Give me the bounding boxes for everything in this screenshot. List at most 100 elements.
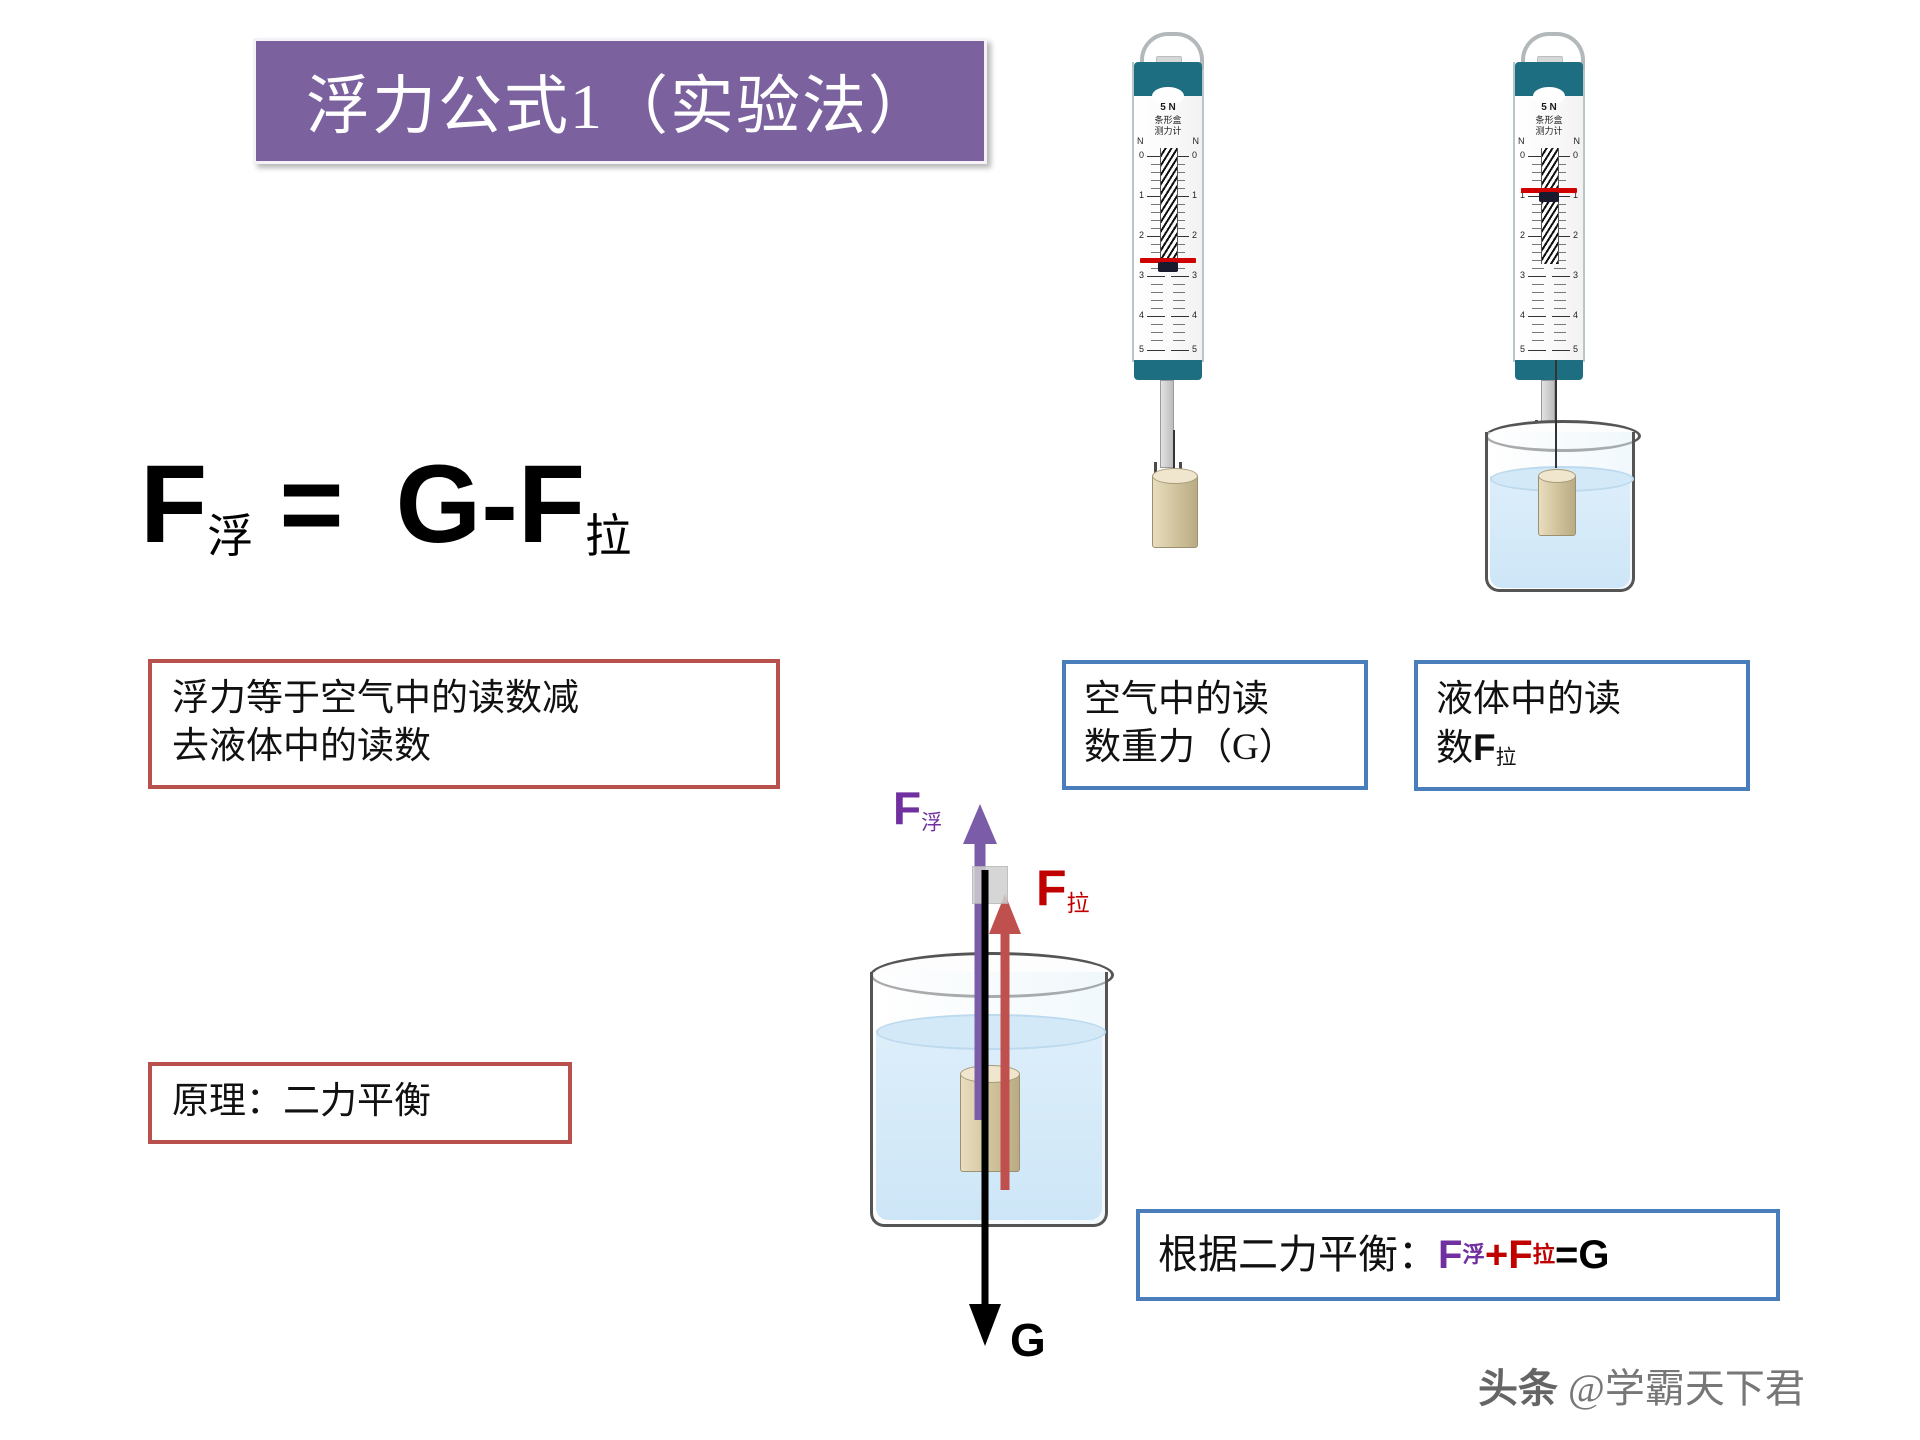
- scale2-tick-label-1l: 1: [1520, 190, 1526, 200]
- scale-name-line2: 测力计: [1154, 125, 1182, 136]
- scale-pointer-2: [1521, 188, 1577, 193]
- watermark-handle: @学霸天下君: [1568, 1366, 1805, 1411]
- caption-liquid-line2-sub: 拉: [1495, 747, 1517, 770]
- scale2-tick-label-0r: 0: [1572, 150, 1578, 160]
- scale-rating-2: 5 N: [1541, 102, 1557, 113]
- scale-tick-label-5r: 5: [1191, 344, 1197, 354]
- caption-liquid-line2-pre: 数: [1436, 728, 1473, 770]
- caption-box-air-reading: 空气中的读 数重力（G）: [1062, 660, 1368, 791]
- scale-ruler-2: N N 0 0 1 1 2 2 3 3 4 4 5 5: [1518, 136, 1580, 356]
- scale-labels: 5 N 条形盒 测力计: [1134, 102, 1202, 137]
- balance-f-tension-sub: 拉: [1532, 1242, 1556, 1268]
- formula-f-buoyancy: F: [140, 443, 208, 566]
- note-box-principle: 原理：二力平衡: [148, 1062, 572, 1145]
- scale-top-cap-2: [1515, 62, 1583, 105]
- scale-name-line1: 条形盒: [1154, 114, 1182, 125]
- scale-tick-label-3r: 3: [1191, 270, 1197, 280]
- caption-air-line1: 空气中的读: [1084, 679, 1269, 720]
- tension-arrow: [989, 894, 1021, 1190]
- scale2-tick-label-4r: 4: [1572, 310, 1578, 320]
- force-label-buoyancy-symbol: F: [893, 782, 922, 834]
- scale-unit-right-2: N: [1573, 136, 1581, 146]
- caption-box-liquid-reading: 液体中的读 数F拉: [1414, 660, 1750, 792]
- force-label-gravity: G: [1010, 1317, 1046, 1363]
- scale2-tick-label-5r: 5: [1572, 344, 1578, 354]
- watermark-source: 头条: [1478, 1366, 1558, 1411]
- scale-top-cap: [1134, 62, 1202, 105]
- scale-hanger-loop-2: [1521, 32, 1585, 70]
- balance-prefix: 根据二力平衡：: [1158, 1232, 1438, 1277]
- scale-name-line1-2: 条形盒: [1535, 114, 1563, 125]
- caption-air-line2: 数重力（G）: [1084, 727, 1296, 769]
- scale-stem: [1160, 380, 1174, 468]
- formula-f-buoyancy-sub: 浮: [207, 511, 254, 563]
- page-title: 浮力公式1（实验法）: [306, 71, 934, 142]
- principle-line: 原理：二力平衡: [172, 1081, 431, 1122]
- force-beaker-water-surface: [876, 1014, 1106, 1050]
- formula-minus: -: [481, 443, 518, 566]
- scale-bottom-cap: [1134, 360, 1202, 380]
- scale2-tick-label-4l: 4: [1520, 310, 1526, 320]
- scale-spring-2: [1541, 148, 1559, 264]
- scale-body-2: 5 N 条形盒 测力计 N N 0 0 1 1 2 2 3 3 4 4 5 5: [1513, 32, 1585, 380]
- force-label-tension-symbol: F: [1036, 860, 1067, 916]
- scale2-tick-label-2l: 2: [1520, 230, 1526, 240]
- scale-tick-label-5l: 5: [1139, 344, 1145, 354]
- scale-pointer: [1140, 258, 1196, 263]
- force-label-tension-sub: 拉: [1066, 890, 1090, 916]
- scale-pointer-block: [1158, 262, 1178, 272]
- weight-block-air-top: [1152, 468, 1198, 484]
- scale-unit-right: N: [1192, 136, 1200, 146]
- scale-tick-label-1l: 1: [1139, 190, 1145, 200]
- formula-g: G: [395, 443, 482, 566]
- scale-unit-left-2: N: [1518, 136, 1525, 146]
- formula-f-tension-sub: 拉: [585, 511, 632, 563]
- scale-tick-label-3l: 3: [1139, 270, 1145, 280]
- scale-tick-label-2r: 2: [1191, 230, 1197, 240]
- scale-hanger-loop: [1140, 32, 1204, 70]
- force-label-gravity-symbol: G: [1010, 1314, 1046, 1366]
- scale-tick-label-4r: 4: [1191, 310, 1197, 320]
- scale-labels-2: 5 N 条形盒 测力计: [1515, 102, 1583, 137]
- scale2-tick-label-5l: 5: [1520, 344, 1526, 354]
- balance-equals-g: =G: [1555, 1233, 1610, 1277]
- scale-tick-label-2l: 2: [1139, 230, 1145, 240]
- scale-tick-label-0l: 0: [1139, 150, 1145, 160]
- formula-equals: =: [279, 443, 344, 566]
- weight-block-liquid-top: [1538, 469, 1576, 483]
- scale2-tick-label-1r: 1: [1572, 190, 1578, 200]
- watermark: 头条 @学霸天下君: [1478, 1356, 1805, 1414]
- spring-scale-air: 5 N 条形盒 测力计 N N 0 0 1 1 2 2 3 3 4 4 5 5: [1132, 32, 1204, 491]
- scale2-tick-label-2r: 2: [1572, 230, 1578, 240]
- scale-spring: [1160, 148, 1178, 264]
- scale2-tick-label-3l: 3: [1520, 270, 1526, 280]
- force-label-tension: F拉: [1036, 863, 1090, 915]
- caption-liquid-line2: 数F拉: [1436, 724, 1736, 773]
- weight-block-air: [1152, 474, 1198, 548]
- main-formula: F浮=G-F拉: [140, 450, 631, 560]
- scale-ruler: N N 0 0 1 1 2 2 3 3 4 4 5 5: [1137, 136, 1199, 356]
- force-label-buoyancy: F浮: [893, 785, 942, 833]
- caption-liquid-line1: 液体中的读: [1436, 679, 1621, 720]
- page-title-banner: 浮力公式1（实验法）: [253, 38, 987, 164]
- beaker-suspension-wire: [1555, 360, 1557, 468]
- scale-tick-label-4l: 4: [1139, 310, 1145, 320]
- scale2-tick-label-0l: 0: [1520, 150, 1526, 160]
- scale-body: 5 N 条形盒 测力计 N N 0 0 1 1 2 2 3 3 4 4 5 5: [1132, 32, 1204, 380]
- note-line-2: 去液体中的读数: [172, 726, 431, 768]
- scale-rating: 5 N: [1160, 102, 1176, 113]
- balance-plus: +: [1484, 1233, 1509, 1277]
- scale-tick-label-0r: 0: [1191, 150, 1197, 160]
- force-label-buoyancy-sub: 浮: [921, 810, 943, 835]
- force-weight-block: [960, 1072, 1020, 1172]
- scale2-tick-label-3r: 3: [1572, 270, 1578, 280]
- weight-wire: [1173, 430, 1175, 472]
- force-diagram-hook: [972, 866, 1008, 904]
- weight-block-liquid: [1538, 474, 1576, 536]
- gravity-arrow: [969, 870, 1001, 1346]
- balance-f-tension: F: [1508, 1233, 1533, 1277]
- scale-pointer-block-2: [1539, 192, 1559, 202]
- formula-f-tension: F: [517, 443, 586, 566]
- note-line-1: 浮力等于空气中的读数减: [172, 678, 579, 719]
